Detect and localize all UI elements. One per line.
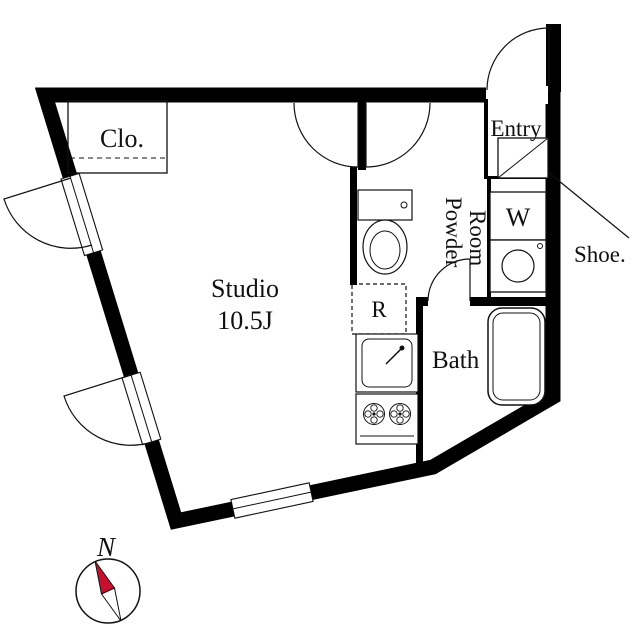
stove-icon [355,393,419,445]
stove-burner-left [363,403,385,425]
refrigerator-label: R [371,297,387,322]
toilet-bowl [362,219,408,275]
closet: Clo. [67,100,168,174]
closet-outline [67,100,168,174]
window-upper-left [60,172,104,257]
window-upper-swing-arc [3,177,93,249]
compass: N [75,532,141,624]
toilet-wall [350,167,357,285]
studio-label: Studio [211,274,279,303]
washer-label: W [506,203,531,232]
toilet-icon [357,189,413,275]
bath-left-wall [416,297,423,467]
toilet-bowl-inner [369,230,401,270]
shoe-label: Shoe. [574,242,626,267]
window-bottom [230,482,314,519]
toilet-flush-knob [400,201,408,209]
window-lower-swing-arc [63,374,153,446]
washer-box [489,191,547,241]
studio-size-label: 10.5J [217,306,273,335]
window-bottom-glass-line [232,491,312,510]
washer-tap-icon [537,243,543,249]
exterior-walls [34,87,561,530]
bath-door-opening [428,296,470,307]
entry-door-swing [486,27,550,91]
bathtub-inner [492,312,541,401]
kitchen-sink-icon [355,333,419,393]
bath-door-swing [427,258,471,302]
entry-wall-stub [546,24,561,92]
washer-drum-icon [501,249,535,283]
studio-door-swing [293,102,359,168]
shoe-cabinet [497,137,549,179]
refrigerator-outline [351,283,407,335]
shoe-leader-line [547,171,630,239]
closet-label: Clo. [100,124,144,153]
powder-door-swing [365,102,431,168]
window-lower-left-glass-line [130,374,153,443]
bath-top-wall [419,297,553,306]
powder-room-label-word1: Powder [441,197,466,268]
powder-washer-wall [487,178,491,300]
bathtub-icon [487,307,546,406]
compass-north-label: N [96,532,117,562]
bath-label: Bath [432,347,480,374]
sink-basin [361,338,413,388]
entry-label: Entry [490,116,542,141]
entry-opening [486,86,548,104]
bathtub-outer [487,307,546,406]
shoe-cabinet-diagonal [497,137,549,179]
washer: W [489,191,547,293]
window-upper-left-glass-line [69,176,95,253]
toilet-tank [357,189,413,221]
refrigerator-space: R [351,283,407,335]
washer-pan [489,239,547,293]
entry-left-wall [484,99,488,178]
door-center-post [358,99,366,170]
compass-circle [75,558,141,624]
compass-needle-south [100,587,122,622]
powder-room-label-word2: Room [465,210,490,266]
sink-faucet-arm [385,347,403,365]
stove-burner-right [389,403,411,425]
